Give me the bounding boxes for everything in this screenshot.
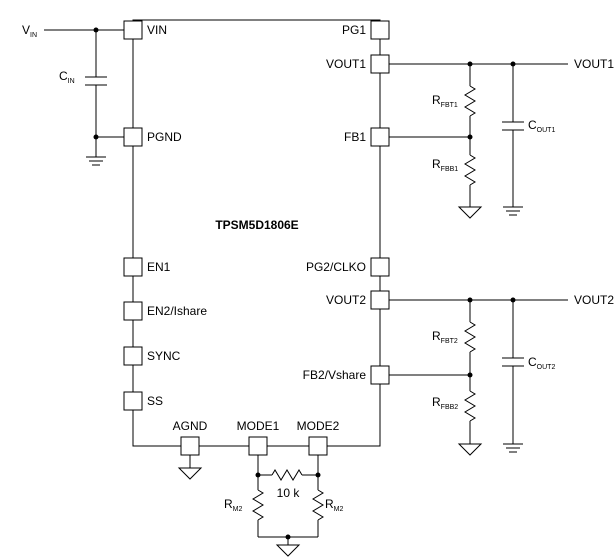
ground-symbol bbox=[503, 206, 523, 216]
pin-agnd-label: AGND bbox=[173, 419, 208, 433]
signal-ground-symbol bbox=[457, 443, 483, 456]
rfbb1-label: RFBB1 bbox=[432, 157, 458, 173]
pin-mode1-label: MODE1 bbox=[237, 419, 280, 433]
pin-fb2 bbox=[370, 365, 390, 385]
r-mode-resistor bbox=[271, 469, 303, 481]
rfbt1-label: RFBT1 bbox=[432, 93, 458, 109]
pin-fb2-label: FB2/Vshare bbox=[303, 368, 367, 382]
rm2-right-resistor bbox=[312, 489, 324, 521]
rfbb1-resistor bbox=[464, 154, 476, 186]
vout1-network: VOUT1 RFBT1 RFBB1 COUT1 bbox=[389, 57, 614, 219]
signal-ground-symbol bbox=[275, 544, 301, 557]
rfbt2-label: RFBT2 bbox=[432, 329, 458, 345]
pin-pg2 bbox=[370, 257, 390, 277]
r-mode-label: 10 k bbox=[277, 486, 301, 500]
pin-pgnd-label: PGND bbox=[147, 130, 182, 144]
pin-vout1 bbox=[370, 54, 390, 74]
pin-en1 bbox=[123, 257, 143, 277]
pin-mode2 bbox=[308, 436, 328, 456]
pin-agnd bbox=[180, 436, 200, 456]
pin-en2-label: EN2/Ishare bbox=[147, 304, 207, 318]
pin-mode1 bbox=[248, 436, 268, 456]
junction-dot bbox=[467, 134, 473, 140]
pin-vout2-label: VOUT2 bbox=[326, 293, 366, 307]
pin-fb1-label: FB1 bbox=[344, 130, 366, 144]
ground-symbol bbox=[86, 156, 106, 166]
pin-mode2-label: MODE2 bbox=[297, 419, 340, 433]
vout2-net-label: VOUT2 bbox=[574, 293, 614, 307]
pin-pg1 bbox=[370, 20, 390, 40]
pin-vout2 bbox=[370, 290, 390, 310]
pin-vin bbox=[123, 20, 143, 40]
pin-vout1-label: VOUT1 bbox=[326, 57, 366, 71]
rfbb2-resistor bbox=[464, 390, 476, 422]
junction-dot bbox=[467, 372, 473, 378]
agnd-network bbox=[177, 455, 203, 480]
rfbt2-resistor bbox=[464, 321, 476, 353]
cout2-label: COUT2 bbox=[528, 355, 555, 371]
cout1-label: COUT1 bbox=[528, 118, 555, 134]
pin-pg1-label: PG1 bbox=[342, 23, 366, 37]
pin-fb1 bbox=[370, 127, 390, 147]
rfbb2-label: RFBB2 bbox=[432, 395, 458, 411]
chip-body bbox=[132, 19, 381, 447]
vout1-net-label: VOUT1 bbox=[574, 57, 614, 71]
pin-ss bbox=[123, 391, 143, 411]
pin-vin-label: VIN bbox=[147, 23, 167, 37]
vout2-network: VOUT2 RFBT2 RFBB2 COUT2 bbox=[389, 293, 614, 456]
pin-sync bbox=[123, 346, 143, 366]
mode-network: 10 k RM2 RM2 bbox=[224, 455, 344, 557]
cin-label: CIN bbox=[59, 69, 75, 85]
rfbt1-resistor bbox=[464, 85, 476, 117]
rm2-right-label: RM2 bbox=[325, 497, 344, 513]
rm2-left-resistor bbox=[252, 489, 264, 521]
pin-en2 bbox=[123, 301, 143, 321]
pin-pgnd bbox=[123, 127, 143, 147]
chip-name: TPSM5D1806E bbox=[215, 218, 298, 232]
pin-sync-label: SYNC bbox=[147, 349, 181, 363]
pin-pg2-label: PG2/CLKO bbox=[306, 260, 366, 274]
vin-net-label: VIN bbox=[22, 23, 37, 39]
pin-en1-label: EN1 bbox=[147, 260, 171, 274]
pin-ss-label: SS bbox=[147, 394, 163, 408]
ground-symbol bbox=[503, 443, 523, 453]
vin-network: VIN CIN bbox=[22, 23, 124, 166]
rm2-left-label: RM2 bbox=[224, 497, 243, 513]
signal-ground-symbol bbox=[177, 467, 203, 480]
signal-ground-symbol bbox=[457, 206, 483, 219]
